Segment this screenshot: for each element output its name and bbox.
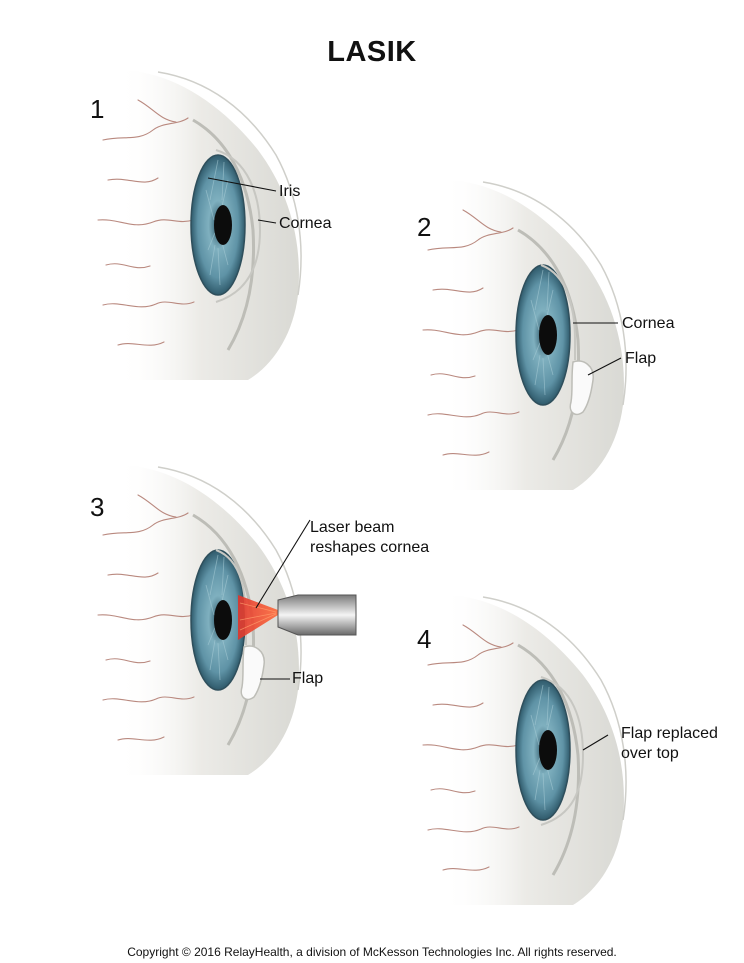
label-laser-beam-text: Laser beam reshapes cornea [310,519,430,556]
laser-beam [238,595,278,640]
label-iris: Iris [279,183,301,200]
eye-illustration-step-4 [421,593,628,907]
step-number-4: 4 [417,624,432,654]
step-number-3: 3 [90,492,105,522]
eye-illustration-step-1 [96,68,303,382]
laser-probe [277,594,357,636]
label-flap-step-3: Flap [292,670,324,687]
step-number-1: 1 [90,94,105,124]
label-cornea-step-1: Cornea [279,215,332,232]
diagram-title: LASIK [327,36,417,68]
eye-illustration-step-2 [421,178,628,492]
copyright-notice: Copyright © 2016 RelayHealth, a division… [127,945,617,959]
label-flap-replaced-text: Flap replaced over top [621,725,718,762]
step-number-2: 2 [417,212,432,242]
eye-illustration-step-3 [96,463,357,777]
label-cornea-step-2: Cornea [622,315,675,332]
label-flap-step-2: Flap [625,350,657,367]
label-laser-beam: Laser beam reshapes cornea [310,518,429,558]
label-flap-replaced: Flap replaced over top [621,724,718,764]
